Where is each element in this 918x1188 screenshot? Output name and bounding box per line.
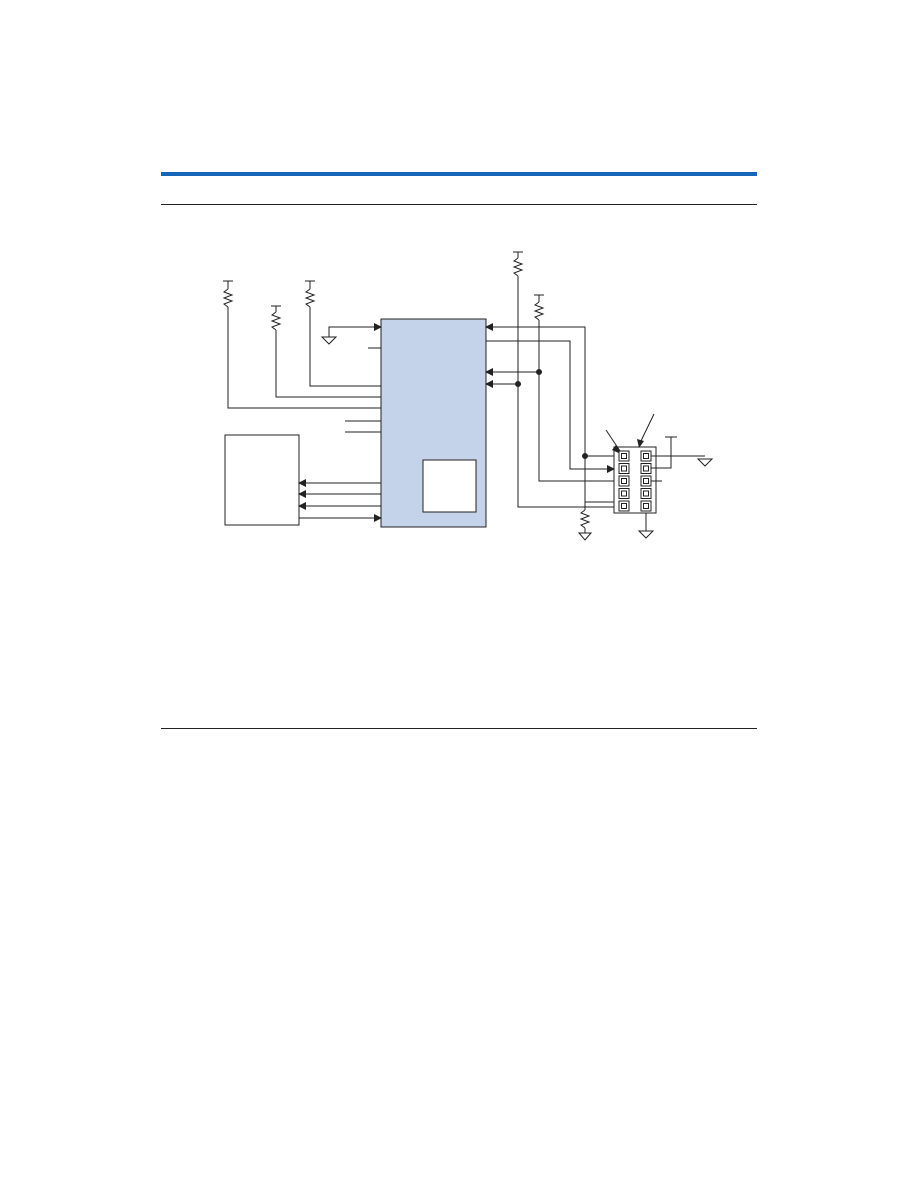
signal-tdo-return bbox=[485, 323, 614, 503]
figure-top-rule bbox=[161, 204, 757, 205]
pulldown-resistor bbox=[577, 455, 614, 541]
ground-input-fpga bbox=[320, 323, 382, 345]
header-pin-core bbox=[621, 478, 627, 484]
header-pin-core bbox=[643, 453, 649, 459]
pullup-resistor-3 bbox=[304, 280, 381, 387]
junction-dot-2 bbox=[515, 381, 521, 387]
header-accent-rule bbox=[161, 172, 757, 176]
pullup-resistor-1 bbox=[222, 280, 381, 409]
header-pointer bbox=[639, 413, 655, 444]
header-pin-core bbox=[621, 503, 627, 509]
header-pin-core bbox=[643, 465, 649, 472]
header-pin-core bbox=[643, 490, 649, 497]
signal-tms-header bbox=[538, 372, 614, 482]
header-pin-core bbox=[643, 478, 649, 484]
signal-tck bbox=[486, 340, 615, 473]
signal-tdi-header bbox=[517, 384, 614, 508]
figure-bottom-rule bbox=[161, 728, 757, 729]
pullup-resistor-4 bbox=[512, 251, 524, 384]
external-device-block bbox=[224, 434, 300, 526]
header-pin-core bbox=[643, 503, 649, 509]
pullup-resistor-2 bbox=[270, 305, 381, 398]
fpga-inner-block bbox=[422, 459, 477, 513]
header-pin-core bbox=[621, 465, 627, 472]
header-pin-core bbox=[621, 453, 627, 459]
header-power-ground bbox=[637, 436, 714, 539]
header-pin-core bbox=[621, 490, 627, 497]
header-pin-grid bbox=[618, 450, 652, 512]
junction-dot-1 bbox=[536, 369, 542, 375]
pullup-resistor-5 bbox=[533, 294, 545, 372]
